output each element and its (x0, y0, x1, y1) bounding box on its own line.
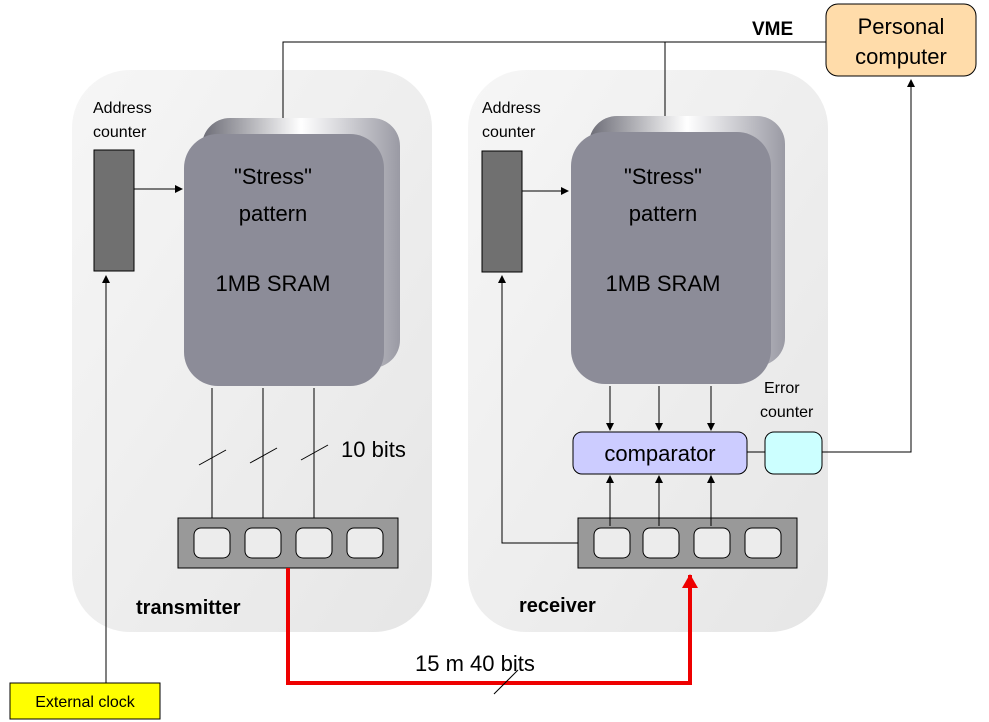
tx-register-cell-4 (346, 527, 384, 559)
rx-sram-label-1: "Stress" (624, 164, 702, 189)
external-clock-box (9, 682, 161, 720)
tx-register-cell-2 (244, 527, 282, 559)
rx-address-counter-label-1: Address (482, 100, 541, 117)
vme-label: VME (752, 19, 793, 40)
rx-address-counter (481, 150, 523, 273)
tx-address-counter (93, 149, 135, 272)
tx-sram-label-2: pattern (239, 201, 308, 226)
tx-bus-width-label: 10 bits (341, 437, 406, 462)
rx-sram-label-2: pattern (629, 201, 698, 226)
tx-register-cell-3 (295, 527, 333, 559)
error-counter-label-1: Error (764, 380, 800, 397)
comparator-label: comparator (604, 441, 715, 466)
comparator-box (572, 431, 748, 475)
link-label: 15 m 40 bits (415, 651, 535, 676)
link-bus-slash (493, 669, 519, 695)
error-counter-box (764, 431, 823, 475)
transmitter-title: transmitter (136, 597, 241, 619)
tx-bus-slash-2 (249, 447, 278, 464)
rx-address-counter-label-2: counter (482, 124, 536, 141)
rx-register-cell-1 (593, 527, 631, 559)
tx-bus-slash-1 (198, 449, 227, 466)
vme-bus-line (279, 41, 826, 133)
tx-address-counter-label-1: Address (93, 100, 152, 117)
personal-computer-label-1: Personal (858, 14, 945, 39)
tx-address-counter-label-2: counter (93, 124, 147, 141)
tx-sram-label-1: "Stress" (234, 164, 312, 189)
tx-sram-block (184, 134, 384, 386)
error-counter-to-pc (822, 79, 915, 453)
external-clock-label: External clock (35, 694, 136, 711)
rx-register-cell-3 (693, 527, 731, 559)
tx-bus-slash-3 (300, 444, 329, 461)
tx-register-cell-1 (193, 527, 231, 559)
rx-register-cell-4 (744, 527, 782, 559)
serial-link (286, 568, 698, 685)
personal-computer-box (825, 3, 977, 77)
rx-sram-block (571, 132, 771, 384)
rx-reg-to-counter (498, 275, 578, 544)
receiver-title: receiver (519, 595, 596, 617)
rx-register-cell-2 (642, 527, 680, 559)
tx-sram-label-3: 1MB SRAM (216, 271, 331, 296)
error-counter-label-2: counter (760, 404, 814, 421)
rx-sram-label-3: 1MB SRAM (606, 271, 721, 296)
personal-computer-label-2: computer (855, 44, 947, 69)
